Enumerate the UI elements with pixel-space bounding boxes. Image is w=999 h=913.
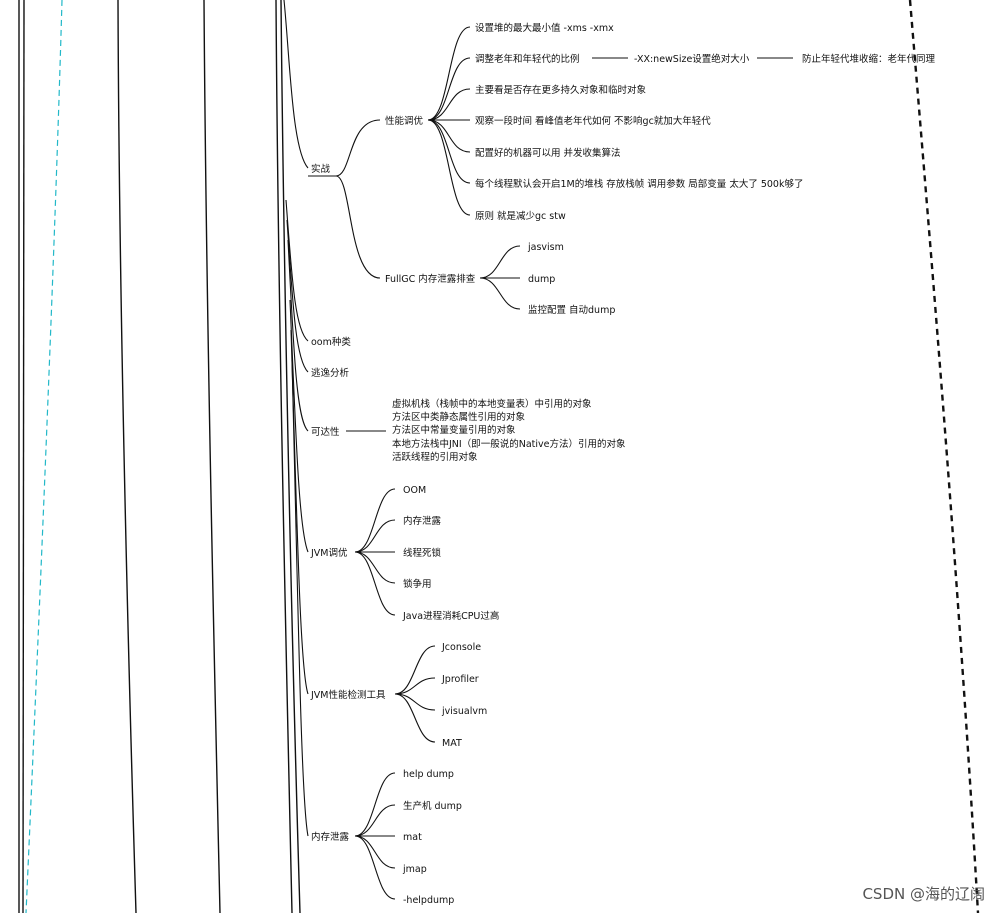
- jvmtune-item-1: 内存泄露: [403, 515, 442, 527]
- perf-ratio-child: -XX:newSize设置绝对大小: [634, 53, 750, 65]
- branch-perf-0: [427, 26, 471, 121]
- leak-item-4: -helpdump: [403, 895, 454, 906]
- perf-item-0: 设置堆的最大最小值 -xms -xmx: [475, 22, 614, 34]
- dashed-boundary-cyan: [25, 0, 63, 913]
- node-perf: 性能调优: [385, 115, 424, 127]
- branch-tools-0: [394, 645, 436, 695]
- branch-perf-5: [427, 119, 471, 184]
- connector-leak: [291, 359, 309, 837]
- branch-leak-4: [354, 835, 396, 900]
- node-jvmtune: JVM调优: [310, 547, 348, 559]
- perf-item-5: 每个线程默认会开启1M的堆栈 存放栈帧 调用参数 局部变量 太大了 500k够了: [475, 178, 803, 190]
- branch-fullgc-0: [479, 245, 521, 279]
- node-oom: oom种类: [311, 336, 351, 348]
- branch-tools-2: [394, 693, 436, 711]
- perf-ratio-grandchild: 防止年轻代堆收缩：老年代同理: [802, 53, 936, 65]
- branch-fullgc-2: [479, 277, 521, 310]
- branch-jvmtune-1: [354, 519, 396, 553]
- tools-item-1: Jprofiler: [441, 674, 479, 685]
- branch-perf-1: [427, 57, 471, 121]
- reach-line-1: 方法区中类静态属性引用的对象: [392, 411, 526, 423]
- branch-perf-6: [427, 119, 471, 216]
- jvmtune-item-4: Java进程消耗CPU过高: [402, 610, 499, 622]
- connector-escape: [286, 219, 309, 373]
- node-leak: 内存泄露: [311, 831, 350, 843]
- branch-perf-4: [427, 119, 471, 153]
- branch-jvmtune-0: [354, 488, 396, 553]
- trunk-line-2: [22, 0, 25, 913]
- perf-item-4: 配置好的机器可以用 并发收集算法: [475, 147, 621, 159]
- watermark: CSDN @海的辽阔: [862, 885, 985, 903]
- trunk-line-5: [275, 0, 293, 913]
- fullgc-item-0: jasvism: [527, 242, 564, 253]
- node-escape: 逃逸分析: [311, 367, 350, 379]
- branch-jvmtune-4: [354, 551, 396, 616]
- reach-line-4: 活跃线程的引用对象: [392, 451, 478, 463]
- node-fullgc: FullGC 内存泄露排查: [385, 273, 476, 285]
- connector-reach: [287, 239, 309, 432]
- branch-perf-2: [427, 88, 471, 121]
- trunk-line-4: [203, 0, 221, 913]
- jvmtune-item-2: 线程死锁: [403, 547, 442, 559]
- branch-tools-1: [394, 677, 436, 695]
- trunk-line-6: [280, 0, 301, 913]
- leak-item-0: help dump: [403, 769, 454, 780]
- reach-line-0: 虚拟机栈（栈帧中的本地变量表）中引用的对象: [392, 398, 592, 410]
- branch-leak-0: [354, 772, 396, 837]
- jvmtune-item-3: 锁争用: [403, 578, 432, 590]
- leak-item-2: mat: [403, 832, 422, 843]
- branch-leak-1: [354, 804, 396, 837]
- node-shizhan: 实战: [311, 163, 331, 175]
- reach-line-3: 本地方法栈中JNI（即一般说的Native方法）引用的对象: [392, 438, 626, 450]
- branch-jvmtune-3: [354, 551, 396, 584]
- fullgc-item-2: 监控配置 自动dump: [528, 304, 615, 316]
- connector-shizhan: [283, 0, 309, 169]
- trunk-line-3: [117, 0, 137, 913]
- fullgc-item-1: dump: [528, 274, 555, 285]
- tools-item-0: Jconsole: [441, 642, 481, 653]
- dashed-boundary-black: [908, 0, 980, 913]
- branch-perf: [335, 119, 381, 177]
- node-reach: 可达性: [311, 426, 340, 438]
- leak-item-1: 生产机 dump: [403, 800, 462, 812]
- tools-item-3: MAT: [442, 738, 462, 749]
- branch-leak-3: [354, 835, 396, 869]
- reach-line-2: 方法区中常量变量引用的对象: [392, 424, 516, 436]
- leak-item-3: jmap: [402, 864, 427, 875]
- node-tools: JVM性能检测工具: [310, 689, 386, 701]
- tools-item-2: jvisualvm: [441, 706, 487, 717]
- branch-tools-3: [394, 693, 436, 743]
- perf-item-6: 原则 就是减少gc stw: [475, 210, 566, 222]
- perf-item-2: 主要看是否存在更多持久对象和临时对象: [475, 84, 647, 96]
- perf-item-3: 观察一段时间 看峰值老年代如何 不影响gc就加大年轻代: [475, 115, 711, 127]
- branch-fullgc: [335, 175, 381, 279]
- perf-item-1: 调整老年和年轻代的比例: [475, 53, 580, 65]
- jvmtune-item-0: OOM: [403, 485, 426, 496]
